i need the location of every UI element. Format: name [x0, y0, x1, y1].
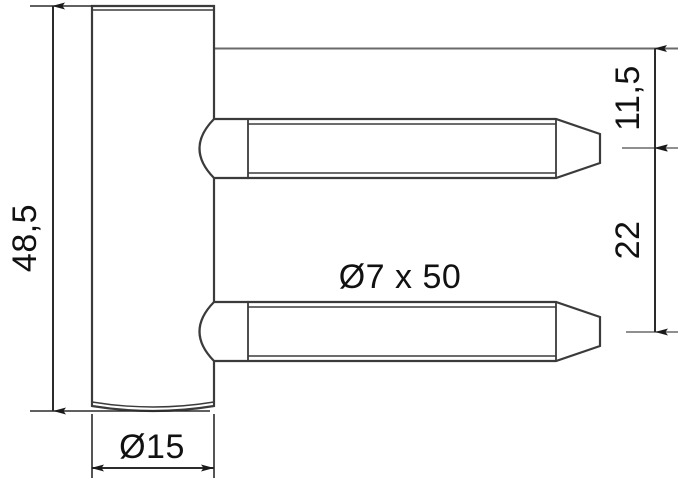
upper-pin: [198, 117, 602, 180]
lower-pin: [198, 300, 602, 363]
pin-spec-group: Ø7 x 50: [339, 258, 462, 296]
plate-diameter-dimension-group: Ø15: [91, 414, 215, 478]
pin-spacing-dimension-label: 22: [609, 221, 647, 260]
pin-spacing-dimension-group: 22: [609, 144, 668, 336]
center-lines: [176, 47, 678, 333]
height-dimension-label: 48,5: [6, 204, 44, 272]
upper-offset-dimension-group: 11,5: [609, 45, 668, 152]
height-dimension-group: 48,5: [6, 2, 210, 415]
upper-offset-dimension-label: 11,5: [609, 65, 647, 131]
plate-bottom-edge-highlight: [91, 401, 215, 408]
hinge-plate-body: [90, 4, 216, 413]
upper-pin-outline: [198, 117, 602, 180]
pin-spec-label: Ø7 x 50: [339, 258, 462, 296]
plate-diameter-label: Ø15: [119, 428, 185, 466]
plate-outline: [90, 4, 216, 413]
lower-pin-outline: [198, 300, 602, 363]
